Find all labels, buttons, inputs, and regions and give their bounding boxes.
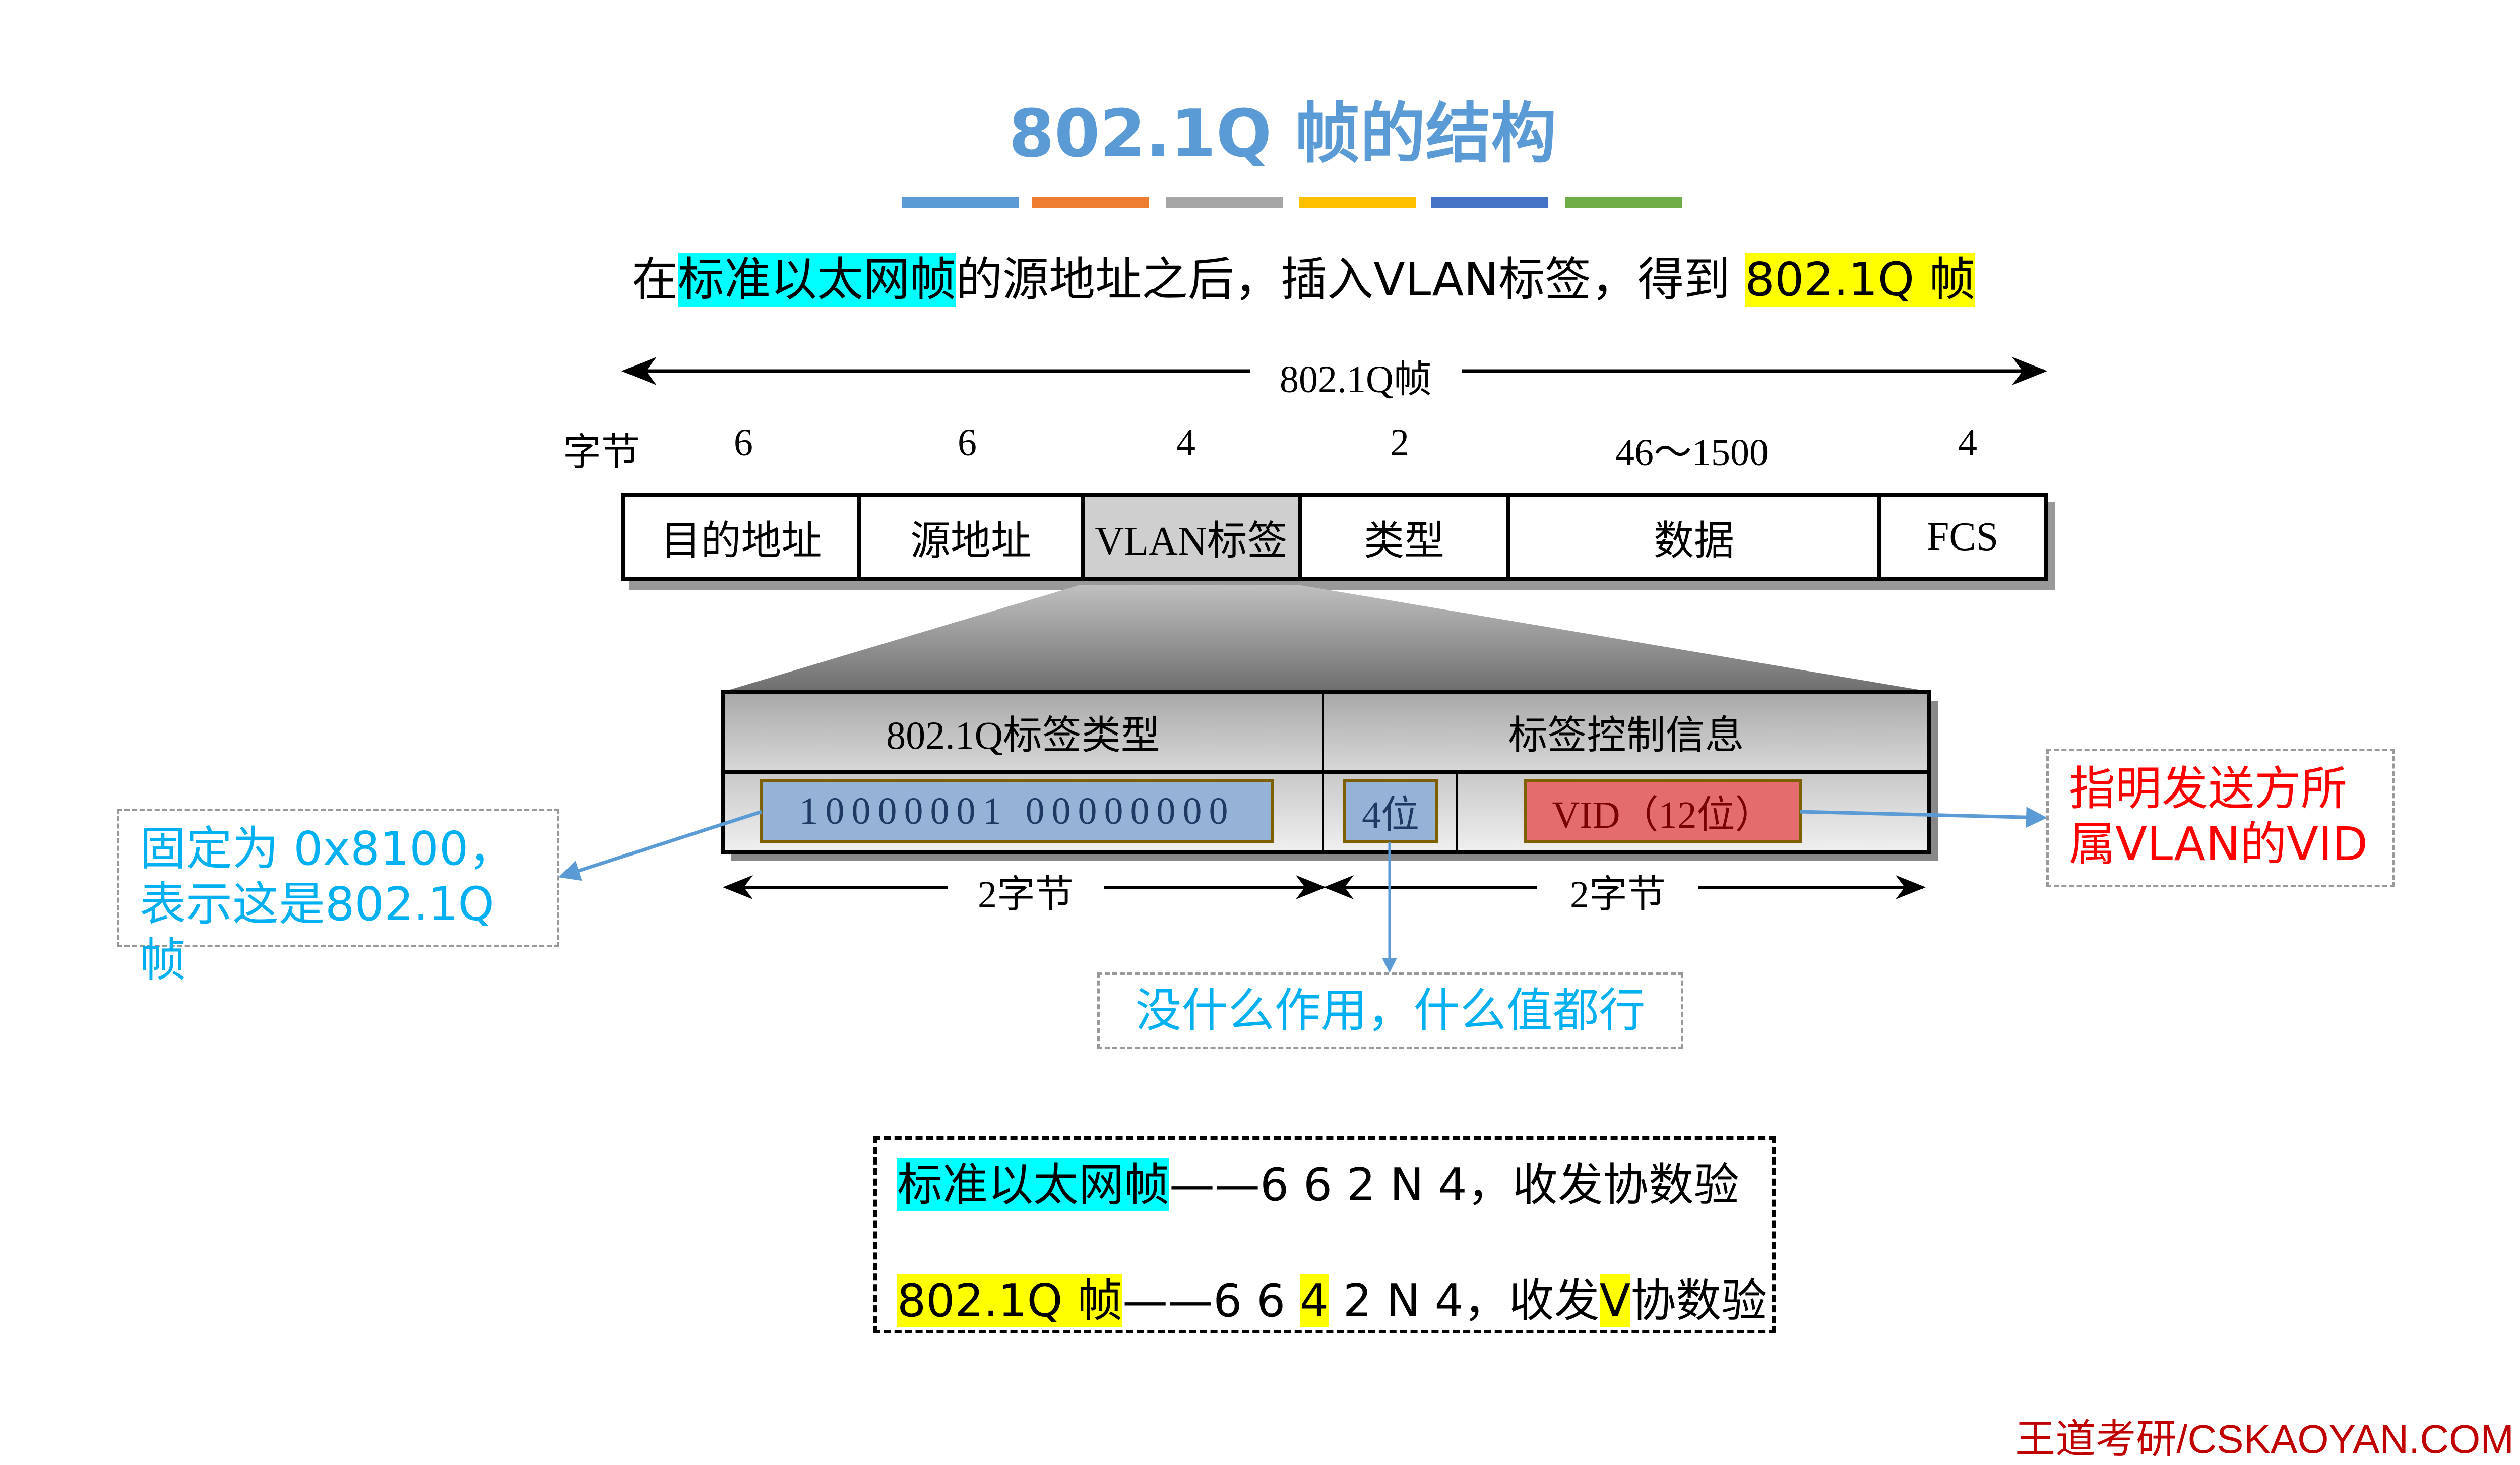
bytes-label: 字节 — [563, 432, 640, 474]
callout-arrows — [558, 807, 2047, 973]
left-span-label: 2字节 — [948, 863, 1104, 919]
color-bar — [1565, 197, 1682, 208]
summary-line-standard: 标准以太网帧——6 6 2 N 4，收发协数验 — [897, 1148, 1739, 1213]
byte-count: 2 — [1390, 421, 1409, 464]
tag-control-header: 标签控制信息 — [1508, 713, 1744, 757]
callout-left: 固定为 0x8100，表示这是802.1Q帧 — [117, 809, 559, 987]
page-title: 802.1Q 帧的结构 — [1009, 95, 1557, 172]
color-bar — [902, 197, 1019, 208]
tag-type-box — [760, 779, 1274, 843]
field-src-addr: 源地址 — [861, 497, 1085, 577]
highlight-8021q-frame: 802.1Q 帧 — [897, 1274, 1123, 1327]
byte-count: 6 — [734, 421, 753, 464]
callout-bottom: 没什么作用，什么值都行 — [1097, 972, 1683, 1049]
byte-count: 46～1500 — [1615, 432, 1769, 474]
highlight-8021q-frame: 802.1Q 帧 — [1745, 253, 1976, 307]
footer-brand: 王道考研/CSKAOYAN.COM — [2015, 1417, 2514, 1461]
summary-text: ——6 6 2 N 4，收发协数验 — [1169, 1158, 1739, 1211]
frame-label: 802.1Q帧 — [1260, 348, 1452, 403]
summary-text: ——6 6 — [1122, 1274, 1300, 1327]
summary-text: 协数验 — [1630, 1274, 1767, 1327]
tag-type-value: 10000001 00000000 — [799, 789, 1235, 832]
vid-label: VID（12位） — [1552, 794, 1774, 836]
highlight-standard-frame: 标准以太网帧 — [897, 1158, 1169, 1211]
subtitle-text: 在 — [632, 253, 678, 307]
callout-right: 指明发送方所属VLAN的VID — [2046, 749, 2395, 887]
color-bar — [1431, 197, 1548, 208]
vid-box — [1524, 779, 1802, 843]
callout-right-text: 指明发送方所属VLAN的VID — [2069, 762, 2368, 872]
highlight-4: 4 — [1299, 1274, 1329, 1327]
color-bar — [1166, 197, 1283, 208]
subtitle-text: 的源地址之后，插入VLAN标签，得到 — [956, 253, 1745, 307]
subtitle: 在标准以太网帧的源地址之后，插入VLAN标签，得到 802.1Q 帧 — [632, 242, 1976, 309]
tag-type-header: 802.1Q标签类型 — [886, 713, 1160, 757]
right-span-label: 2字节 — [1537, 863, 1698, 919]
highlight-v: V — [1599, 1274, 1631, 1327]
field-fcs: FCS — [1926, 515, 1999, 559]
color-bar — [1032, 197, 1149, 208]
highlight-standard-frame: 标准以太网帧 — [678, 253, 957, 307]
summary-text: 2 N 4，收发 — [1329, 1274, 1600, 1327]
summary-box: 标准以太网帧——6 6 2 N 4，收发协数验 802.1Q 帧——6 6 4 … — [873, 1136, 1776, 1333]
byte-count: 4 — [1958, 421, 1977, 464]
callout-left-text: 固定为 0x8100，表示这是802.1Q帧 — [140, 822, 515, 987]
zoom-fan — [723, 585, 1930, 692]
field-vlan-tag: VLAN标签 — [1085, 497, 1302, 577]
byte-count: 6 — [958, 421, 977, 464]
summary-line-8021q: 802.1Q 帧——6 6 4 2 N 4，收发V协数验 — [897, 1264, 1767, 1329]
color-bar — [1299, 197, 1416, 208]
callout-bottom-text: 没什么作用，什么值都行 — [1135, 983, 1646, 1037]
byte-count: 4 — [1176, 421, 1195, 464]
field-data: 数据 — [1510, 497, 1881, 577]
field-type: 类型 — [1302, 497, 1510, 577]
frame-structure: 目的地址 源地址 VLAN标签 类型 数据 FCS — [621, 493, 2048, 581]
pri-bits: 4位 — [1362, 794, 1419, 836]
field-dest-addr: 目的地址 — [625, 497, 861, 577]
